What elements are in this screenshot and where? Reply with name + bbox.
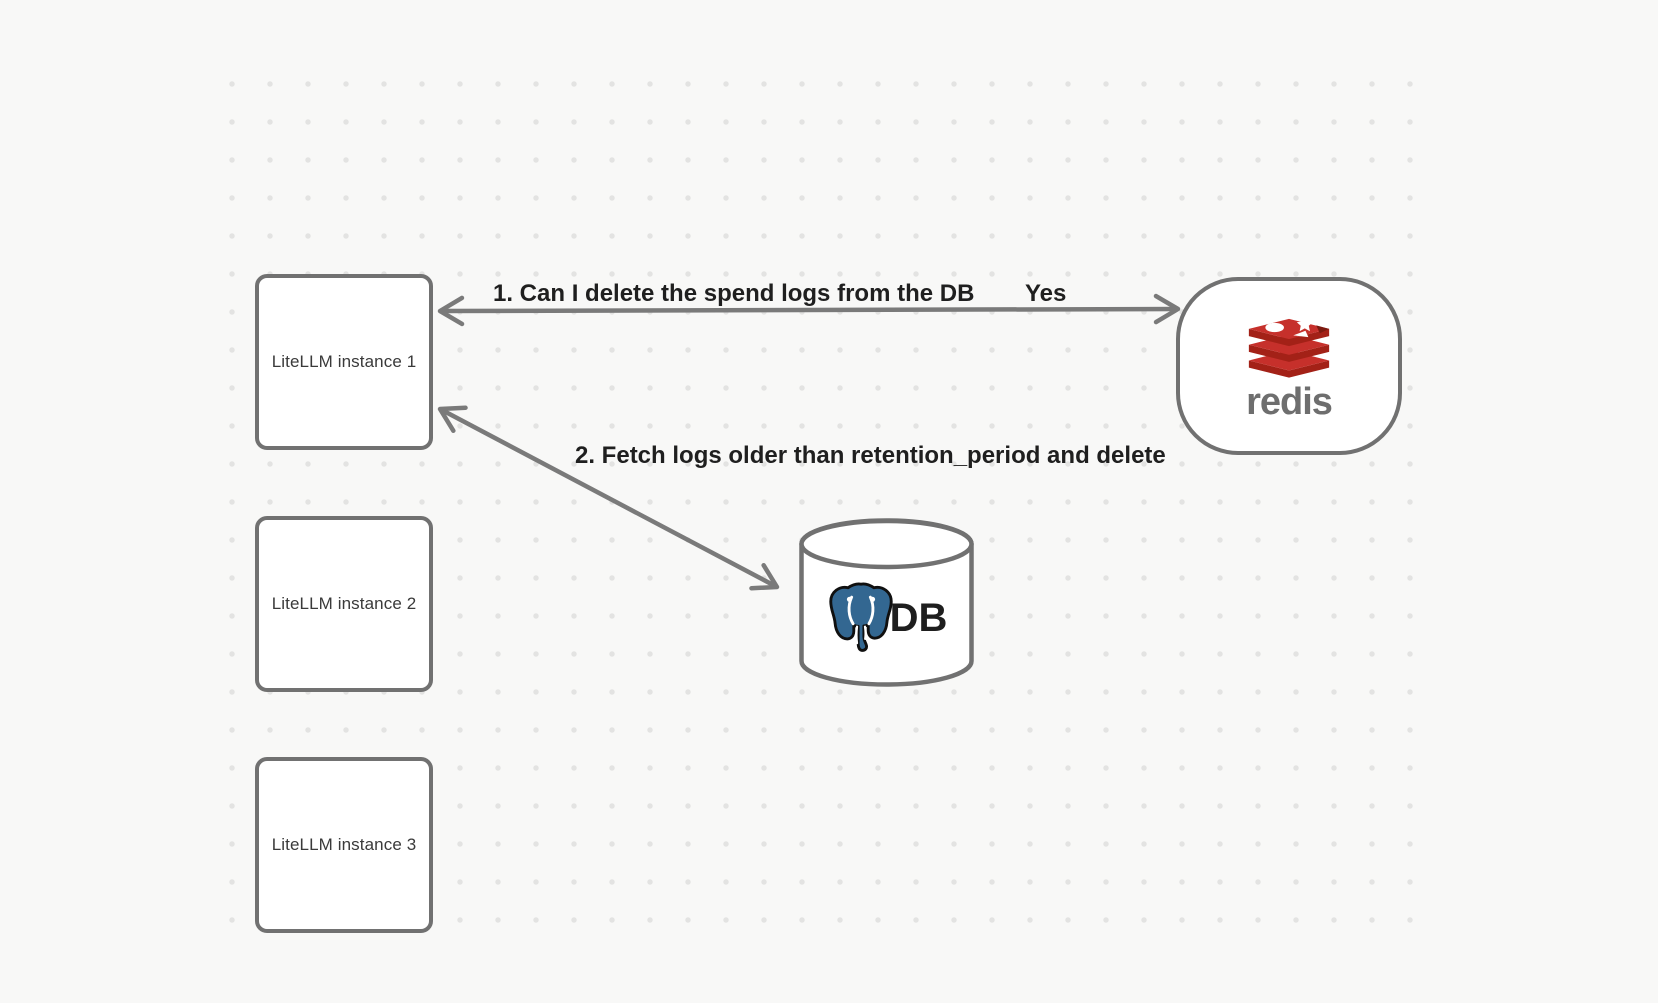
postgresql-elephant-icon [828, 582, 893, 652]
node-label: LiteLLM instance 1 [271, 352, 417, 371]
redis-logo-icon [1248, 316, 1330, 378]
edge-label-yes[interactable]: Yes [1025, 280, 1067, 307]
node-label: LiteLLM instance 3 [271, 835, 417, 854]
node-litellm-instance-3[interactable]: LiteLLM instance 3 [255, 757, 433, 933]
edge-label-1[interactable]: 1. Can I delete the spend logs from the … [493, 280, 975, 307]
database-content: DB [796, 576, 976, 660]
edge-label-2[interactable]: 2. Fetch logs older than retention_perio… [575, 442, 1166, 469]
node-redis[interactable]: redis [1176, 277, 1402, 455]
redis-wordmark: redis [1246, 380, 1333, 423]
node-label: LiteLLM instance 2 [271, 594, 417, 613]
database-label: DB [889, 596, 948, 640]
node-litellm-instance-2[interactable]: LiteLLM instance 2 [255, 516, 433, 692]
node-litellm-instance-1[interactable]: LiteLLM instance 1 [255, 274, 433, 450]
